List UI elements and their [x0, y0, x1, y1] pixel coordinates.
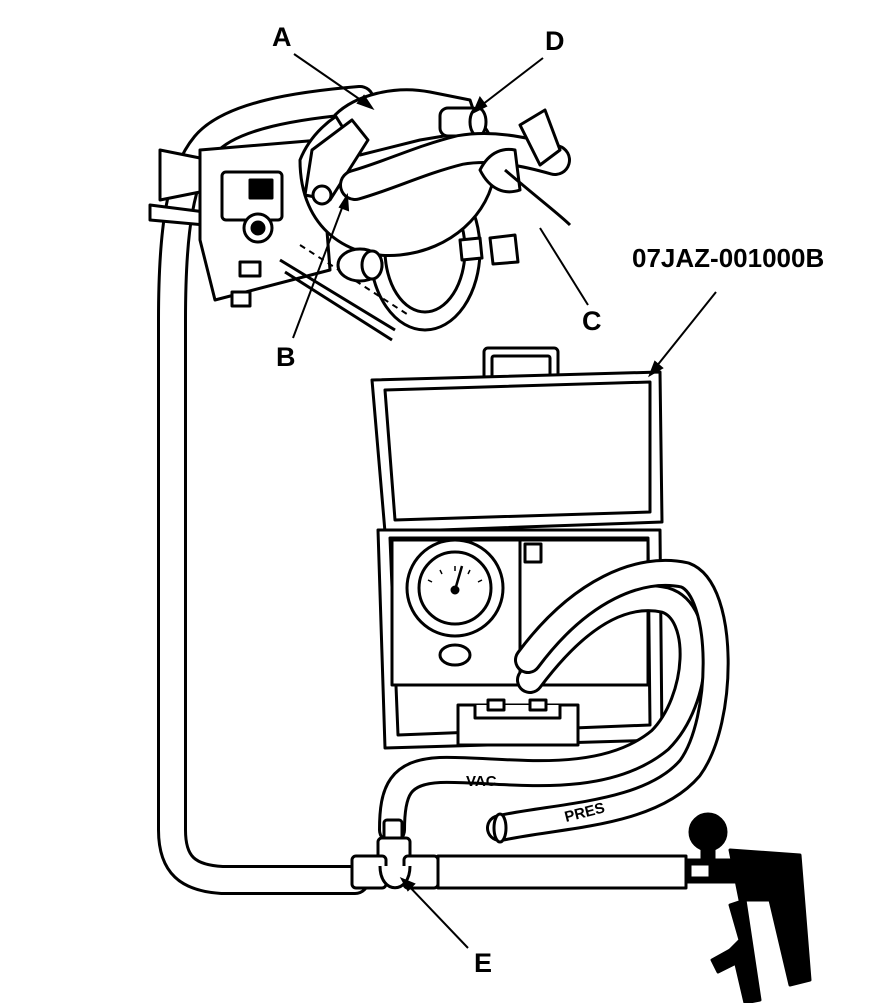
leader-lines [292, 53, 717, 949]
long-hose [157, 85, 375, 895]
tester-hoses [378, 558, 730, 844]
valve-knob [438, 643, 472, 667]
pressure-gauge-tester-case [370, 346, 664, 750]
callout-a: A [272, 22, 292, 52]
vac-hose-marking: VAC [466, 773, 497, 790]
callout-e: E [474, 948, 493, 978]
hand-pump [684, 812, 812, 1003]
callout-b: B [276, 342, 296, 372]
tool-number-label: 07JAZ-001000B [632, 243, 825, 273]
tee-fitting [350, 818, 688, 890]
callout-c: C [582, 306, 602, 336]
callout-d: D [545, 26, 565, 56]
